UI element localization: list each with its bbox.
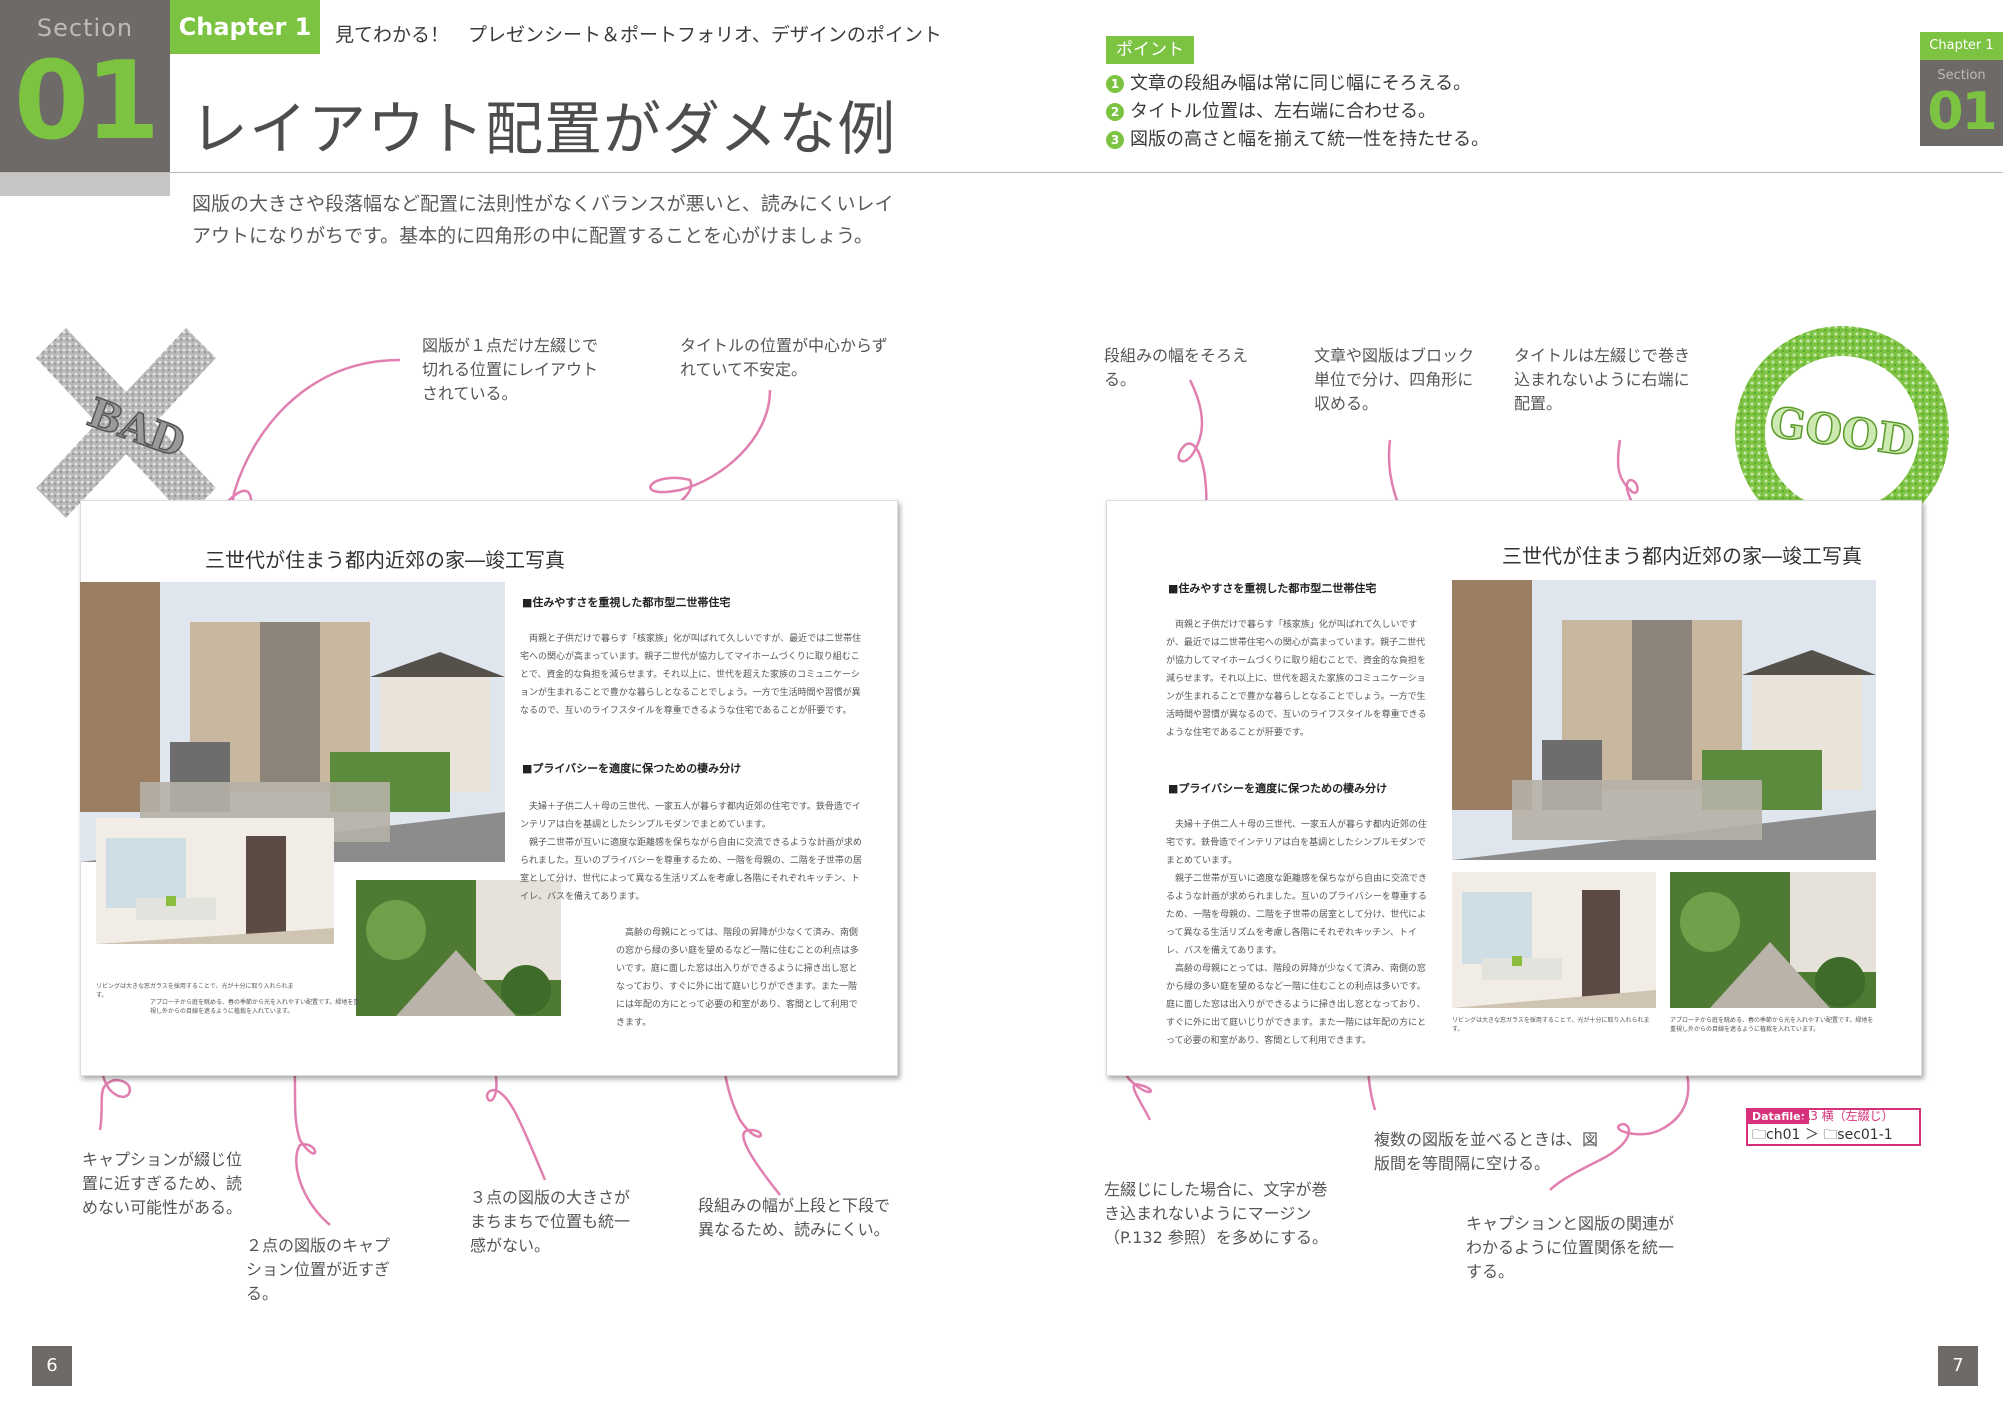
folder-icon: 🗀 xyxy=(1823,1127,1838,1143)
bad-mock-body-2c: 高齢の母親にとっては、階段の昇降が少なくて済み、南側の窓から緑の多い庭を望めるな… xyxy=(616,928,859,1028)
good-mock-body-2b: 親子二世帯が互いに適度な距離感を保ちながら自由に交流できるような計画が求められま… xyxy=(1166,874,1428,956)
right-section-box xyxy=(1920,60,2003,146)
good-living-photo xyxy=(1452,872,1656,1008)
good-mock-body-1: 両親と子供だけで暮らす「核家族」化が叫ばれて久しいですが、最近では二世帯住宅への… xyxy=(1166,620,1427,738)
bad-note-6: 段組みの幅が上段と下段で異なるため、読みにくい。 xyxy=(698,1196,891,1239)
datafile-path: 🗀ch01 ＞ 🗀sec01-1 xyxy=(1752,1124,1893,1148)
bad-caption-2: アプローチから庭を眺める、春の季節から光を入れやすい配置です。緑地を重視し外から… xyxy=(150,999,360,1015)
good-note-6: キャプションと図版の関連がわかるように位置関係を統一する。 xyxy=(1466,1214,1675,1281)
point-number: 2 xyxy=(1106,103,1124,121)
point-text: 文章の段組み幅は常に同じ幅にそろえる。 xyxy=(1130,73,1472,94)
right-chapter-tab: Chapter 1 xyxy=(1920,32,2003,60)
good-mock-heading-1: ■住みやすさを重視した都市型二世帯住宅 xyxy=(1168,582,1377,595)
good-mock-body-2c: 高齢の母親にとっては、階段の昇降が少なくて済み、南側の窓から緑の多い庭を望めるな… xyxy=(1166,964,1427,1046)
bad-x-stamp-icon: BAD xyxy=(36,328,216,518)
bad-note-1: 図版が１点だけ左綴じで切れる位置にレイアウトされている。 xyxy=(422,336,599,403)
bad-mock-title: 三世代が住まう都内近郊の家―竣工写真 xyxy=(205,548,565,572)
points-badge: ポイント xyxy=(1106,36,1194,64)
point-text: 図版の高さと幅を揃えて統一性を持たせる。 xyxy=(1130,129,1490,150)
bad-note-5: ３点の図版の大きさがまちまちで位置も統一感がない。 xyxy=(470,1188,631,1255)
datafile-folder-2: sec01-1 xyxy=(1837,1127,1893,1143)
good-mock-heading-2: ■プライバシーを適度に保つための棲み分け xyxy=(1168,782,1388,795)
bad-caption-1: リビングは大きな窓ガラスを採用することで、光が十分に取り入れられます。 xyxy=(96,983,294,999)
section-label: Section xyxy=(36,14,134,42)
datafile-label: Datafile: xyxy=(1748,1110,1810,1124)
bad-note-3: キャプションが綴じ位置に近すぎるため、読めない可能性がある。 xyxy=(82,1150,243,1217)
bad-note-2: タイトルの位置が中心からずれていて不安定。 xyxy=(680,336,888,379)
good-note-2: 文章や図版はブロック単位で分け、四角形に収める。 xyxy=(1314,346,1475,413)
good-mock-title: 三世代が住まう都内近郊の家―竣工写真 xyxy=(1502,544,1862,568)
right-section-number: 01 xyxy=(1927,82,1997,142)
right-section-label: Section xyxy=(1937,68,1986,83)
bad-living-photo xyxy=(96,818,334,944)
chapter-label: Chapter 1 xyxy=(170,0,320,54)
lead-text: 図版の大きさや段落幅など配置に法則性がなくバランスが悪いと、読みにくいレイアウト… xyxy=(192,193,894,247)
good-mock-body-2a: 夫婦＋子供二人＋母の三世代、一家五人が暮らす都内近郊の住宅です。鉄骨造でインテリ… xyxy=(1166,820,1427,866)
datafile-box xyxy=(1746,1108,1921,1146)
good-garden-photo xyxy=(1670,872,1876,1008)
good-note-4: 左綴じにした場合に、文字が巻き込まれないようにマージン（P.132 参照）を多め… xyxy=(1104,1180,1329,1247)
page-number-left: 6 xyxy=(32,1346,72,1386)
good-note-5: 複数の図版を並べるときは、図版間を等間隔に空ける。 xyxy=(1374,1130,1599,1173)
bad-mock-body-2a: 夫婦＋子供二人＋母の三世代、一家五人が暮らす都内近郊の住宅です。鉄骨造でインテリ… xyxy=(520,802,861,830)
point-number: 3 xyxy=(1106,131,1124,149)
page-number-right: 7 xyxy=(1938,1346,1978,1386)
bad-garden-photo xyxy=(356,880,561,1016)
point-item: 2 タイトル位置は、左右端に合わせる。 xyxy=(1106,98,1489,126)
section-underbar xyxy=(0,172,170,196)
folder-icon: 🗀 xyxy=(1752,1127,1766,1143)
bad-mock-heading-2: ■プライバシーを適度に保つための棲み分け xyxy=(522,762,742,775)
point-item: 3 図版の高さと幅を揃えて統一性を持たせる。 xyxy=(1106,126,1489,154)
bad-mock-body-2b: 親子二世帯が互いに適度な距離感を保ちながら自由に交流できるような計画が求められま… xyxy=(520,838,862,902)
good-note-3: タイトルは左綴じで巻き込まれないように右端に配置。 xyxy=(1514,346,1691,413)
good-caption-2: アプローチから庭を眺める、春の季節から光を入れやすい配置です。緑地を重視し外から… xyxy=(1670,1017,1874,1033)
bad-note-4: ２点の図版のキャプション位置が近すぎる。 xyxy=(246,1236,391,1303)
chapter-subtitle: 見てわかる！ プレゼンシート＆ポートフォリオ、デザインのポイント xyxy=(335,24,942,46)
chevron-right-icon: ＞ xyxy=(1804,1127,1824,1143)
bad-mock-heading-1: ■住みやすさを重視した都市型二世帯住宅 xyxy=(522,596,731,609)
good-house-photo xyxy=(1452,580,1876,860)
datafile-value: A3 横（左綴じ） xyxy=(1802,1109,1894,1123)
point-item: 1 文章の段組み幅は常に同じ幅にそろえる。 xyxy=(1106,70,1489,98)
good-note-1: 段組みの幅をそろえる。 xyxy=(1104,346,1249,389)
section-number: 01 xyxy=(13,39,160,164)
bad-mock-body-1: 両親と子供だけで暮らす「核家族」化が叫ばれて久しいですが、最近では二世帯住宅への… xyxy=(520,634,862,716)
point-text: タイトル位置は、左右端に合わせる。 xyxy=(1130,101,1436,122)
section-box xyxy=(0,0,170,172)
datafile-folder-1: ch01 xyxy=(1766,1127,1801,1143)
header-rule xyxy=(0,172,2003,173)
good-caption-1: リビングは大きな窓ガラスを採用することで、光が十分に取り入れられます。 xyxy=(1452,1017,1650,1033)
point-number: 1 xyxy=(1106,75,1124,93)
page-title: レイアウト配置がダメな例 xyxy=(190,95,897,163)
